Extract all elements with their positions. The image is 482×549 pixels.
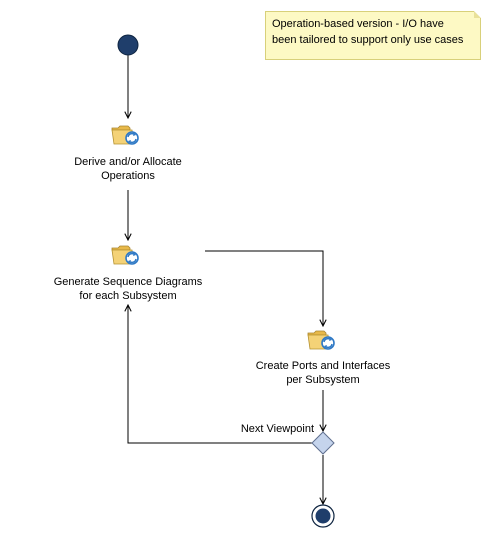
- initial-node[interactable]: [117, 34, 139, 56]
- note-line-2: been tailored to support only use cases: [272, 34, 464, 46]
- generate-label-line-1: Generate Sequence Diagrams: [53, 276, 203, 288]
- derive-action-label[interactable]: Derive and/or Allocate Operations: [48, 155, 208, 183]
- note-folded-corner: [474, 11, 481, 18]
- generate-action-icon[interactable]: [111, 245, 139, 265]
- note-line-1: Operation-based version - I/O have: [272, 18, 444, 30]
- create-action-icon[interactable]: [307, 330, 335, 350]
- comment-note[interactable]: Operation-based version - I/O have been …: [265, 11, 481, 60]
- decision-node[interactable]: [311, 431, 335, 455]
- flow-generate-to-create: [205, 250, 323, 326]
- create-label-line-2: per Subsystem: [286, 374, 360, 386]
- create-action-label[interactable]: Create Ports and Interfaces per Subsyste…: [233, 359, 413, 387]
- flow-decision-loop-back: [128, 305, 313, 444]
- generate-label-line-2: for each Subsystem: [79, 290, 177, 302]
- generate-action-label[interactable]: Generate Sequence Diagrams for each Subs…: [38, 275, 218, 303]
- activity-final-node-core: [315, 508, 331, 524]
- derive-label-line-1: Derive and/or Allocate: [74, 156, 182, 168]
- create-label-line-1: Create Ports and Interfaces: [255, 360, 391, 372]
- derive-label-line-2: Operations: [101, 170, 155, 182]
- decision-guard-label: Next Viewpoint: [240, 423, 314, 435]
- derive-action-icon[interactable]: [111, 125, 139, 145]
